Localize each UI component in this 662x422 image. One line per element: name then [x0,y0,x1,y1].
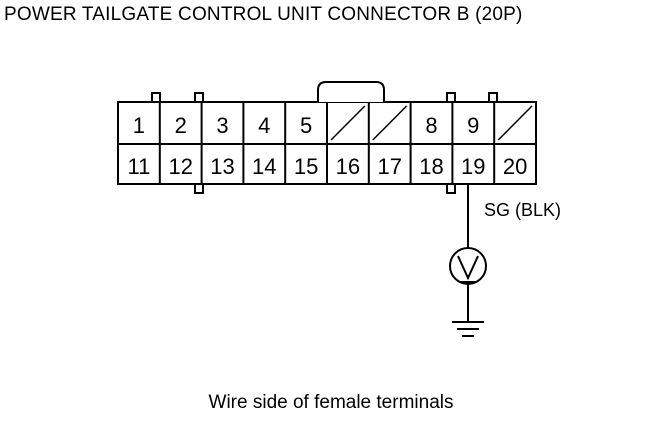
voltmeter-icon [449,247,487,285]
terminal-label: 19 [461,154,485,179]
guide-key [194,183,204,194]
unused-terminal-slash [330,105,366,141]
terminal-label: 15 [294,154,318,179]
bottom-guide-keys [194,183,456,194]
terminal-label: 4 [258,113,270,138]
terminal-label: 3 [216,113,228,138]
diagram-title: POWER TAILGATE CONTROL UNIT CONNECTOR B … [4,4,523,25]
top-guide-keys [151,92,498,103]
terminal-label: 18 [419,154,443,179]
terminal-label: 5 [300,113,312,138]
wire-label: SG (BLK) [484,200,562,220]
terminal-label: 16 [336,154,360,179]
terminal-label: 8 [425,113,437,138]
terminal-label: 9 [467,113,479,138]
guide-key [488,92,498,103]
guide-key [194,92,204,103]
unused-terminal-slash [497,105,533,141]
terminal-label: 2 [175,113,187,138]
diagram-caption: Wire side of female terminals [208,392,454,413]
terminal-label: 17 [377,154,401,179]
terminal-label: 1 [133,113,145,138]
connector-lock-tab [317,81,385,102]
terminal-label: 14 [252,154,276,179]
terminal-label: 11 [127,154,150,179]
guide-key [446,183,456,194]
ground-icon [452,321,484,337]
guide-key [151,92,161,103]
terminal-label: 12 [168,154,192,179]
unused-terminal-slash [372,105,408,141]
terminal-label: 20 [503,154,527,179]
terminal-label: 13 [210,154,234,179]
guide-key [446,92,456,103]
